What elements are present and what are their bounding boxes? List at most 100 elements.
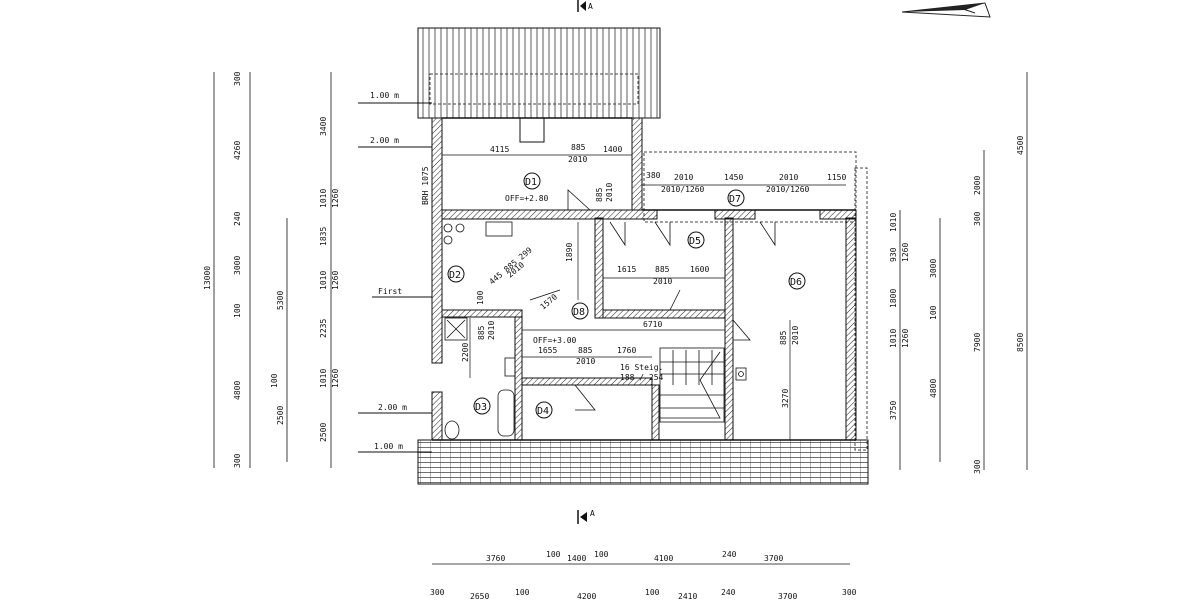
dim-d1-v2: 2010 [605, 183, 614, 202]
level-markers: 1.00 m 2.00 m First 2.00 m 1.00 m [358, 91, 432, 453]
dim-left-c3-0: 5300 [276, 291, 285, 310]
dim-left-c4-9: 2500 [319, 423, 328, 442]
dim-right-c1-4: 1010 [889, 329, 898, 348]
room-labels: D1 D2 D3 D4 D5 D6 D7 D8 [447, 172, 806, 419]
dim-right-c3-3: 300 [973, 459, 982, 474]
dim-right-c1-6: 3750 [889, 401, 898, 420]
dim-d8-b: 1890 [565, 243, 574, 262]
dim-right-c2-1: 100 [929, 305, 938, 320]
dim-left-c2-2: 240 [233, 211, 242, 226]
dim-bottom-r1-0: 3760 [486, 554, 505, 563]
room-d4: D4 [537, 406, 549, 417]
dim-d7-a: 380 [646, 171, 661, 180]
dim-corridor-d: 1760 [617, 346, 636, 355]
note-okff-1: OFF=+2.80 [505, 194, 549, 203]
dim-d1-a: 4115 [490, 145, 509, 154]
dim-right-c3-0: 2000 [973, 176, 982, 195]
svg-text:A: A [588, 2, 593, 11]
north-arrow-icon [901, 2, 991, 18]
left-dimensions [213, 72, 332, 468]
dim-left-c4-0: 3400 [319, 117, 328, 136]
dim-right-c1-3: 1800 [889, 289, 898, 308]
dim-d7-b: 2010 [674, 173, 693, 182]
walls [431, 117, 857, 441]
dormer-outline [429, 73, 639, 105]
dim-d2-a: 445 885 299 [488, 245, 535, 286]
dim-bottom-r1-1: 100 [546, 550, 561, 559]
room-d1: D1 [525, 177, 537, 188]
svg-text:A: A [590, 509, 595, 518]
dim-bottom-r2-0: 300 [430, 588, 445, 597]
dim-bottom-r1-6: 3700 [764, 554, 783, 563]
dim-left-c3-2: 2500 [276, 406, 285, 425]
dim-left-c2-6: 300 [233, 453, 242, 468]
note-stairs-2: 188 / 254 [620, 373, 664, 382]
note-brh: BRH 1075 [421, 166, 430, 205]
level-label-first: First [378, 287, 402, 296]
dim-right-c4-1: 8500 [1016, 333, 1025, 352]
dim-bottom-r2-5: 2410 [678, 592, 697, 600]
notes: OFF=+2.80 OFF=+3.00 16 Steig. 188 / 254 … [421, 166, 664, 382]
level-label-5: 1.00 m [374, 442, 403, 451]
dim-right-c3-1: 300 [973, 211, 982, 226]
dim-right-c1-5: 1260 [901, 329, 910, 348]
dim-d8-c: 100 [476, 290, 485, 305]
dim-bottom-r1-2: 1400 [567, 554, 586, 563]
dim-bottom-r1-3: 100 [594, 550, 609, 559]
dim-bottom-r2-2: 100 [515, 588, 530, 597]
room-d2: D2 [449, 270, 461, 281]
dim-left-c2-3: 3000 [233, 256, 242, 275]
dim-corridor-a: 6710 [643, 320, 662, 329]
level-label-4: 2.00 m [378, 403, 407, 412]
dim-left-c4-4: 1010 [319, 271, 328, 290]
dim-left-c4-1: 1010 [319, 189, 328, 208]
dim-right-c1-1: 930 [889, 247, 898, 262]
dim-bottom-r2-7: 3700 [778, 592, 797, 600]
dim-d8-a: 1570 [539, 292, 560, 311]
dim-left-c4-7: 1010 [319, 369, 328, 388]
dim-left-c4-3: 1835 [319, 227, 328, 246]
dim-left-c2-1: 4260 [233, 141, 242, 160]
dim-right-c4-0: 4500 [1016, 136, 1025, 155]
dim-corridor-e: 2010 [576, 357, 595, 366]
bathroom-fixtures [443, 221, 747, 440]
right-dimensions [899, 72, 1028, 470]
dim-left-c1-0: 13000 [203, 266, 212, 290]
right-dimension-labels: 1010 930 1260 1800 1010 1260 3750 3000 1… [889, 136, 1025, 474]
dim-d7-f: 2010/1260 [661, 185, 705, 194]
dim-bottom-r2-8: 300 [842, 588, 857, 597]
dim-corridor-c: 885 [578, 346, 593, 355]
dim-d1-b: 885 [571, 143, 586, 152]
stairs [659, 347, 725, 423]
dim-left-c2-4: 100 [233, 303, 242, 318]
dim-right-c2-0: 3000 [929, 259, 938, 278]
dim-d1-d: 2010 [568, 155, 587, 164]
dim-d3-a: 2200 [461, 343, 470, 362]
room-d6: D6 [790, 277, 802, 288]
dim-bottom-r2-6: 240 [721, 588, 736, 597]
dim-d1-c: 1400 [603, 145, 622, 154]
dim-right-c1-0: 1010 [889, 213, 898, 232]
room-d7: D7 [729, 194, 741, 205]
level-label-1: 1.00 m [370, 91, 399, 100]
balcony-outline [643, 151, 857, 223]
dim-left-c3-1: 100 [270, 373, 279, 388]
dim-d1-v1: 885 [595, 187, 604, 202]
interior-dimensions [442, 154, 846, 440]
dim-bottom-r1-4: 4100 [654, 554, 673, 563]
roof-top [417, 27, 661, 119]
note-stairs-1: 16 Steig. [620, 363, 663, 372]
dim-d5-d: 2010 [653, 277, 672, 286]
dim-left-c4-8: 1260 [331, 369, 340, 388]
dim-d6-a: 885 [779, 330, 788, 345]
dim-bottom-r1-5: 240 [722, 550, 737, 559]
dim-left-c2-5: 4800 [233, 381, 242, 400]
room-d3: D3 [475, 402, 487, 413]
bottom-dimension-labels: 3760 100 1400 100 4100 240 3700 300 2650… [430, 550, 857, 600]
chimney [519, 117, 545, 143]
dim-bottom-r2-3: 4200 [577, 592, 596, 600]
dim-bottom-r2-1: 2650 [470, 592, 489, 600]
section-marker-bottom: A [577, 509, 595, 524]
dim-right-c3-2: 7900 [973, 333, 982, 352]
